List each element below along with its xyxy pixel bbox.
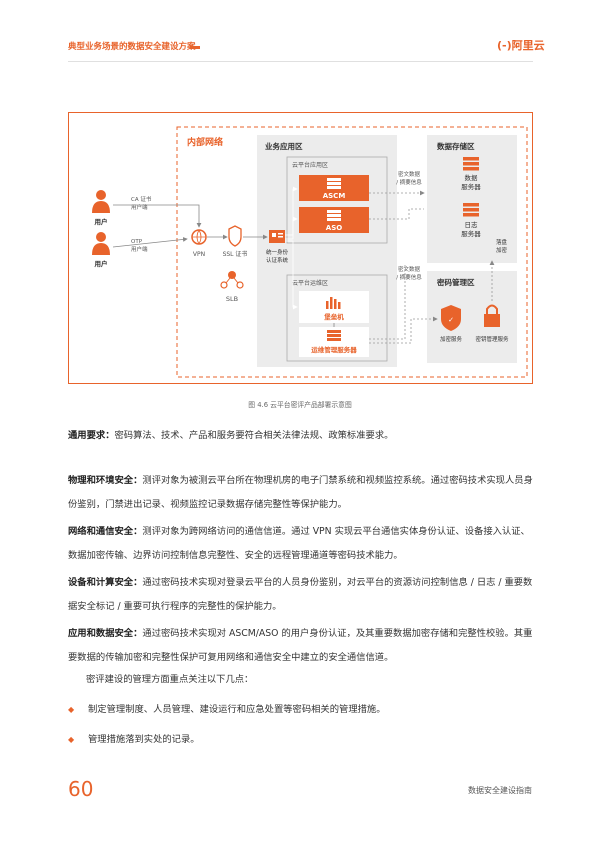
user2-person-icon bbox=[92, 232, 110, 255]
header-title: 典型业务场景的数据安全建设方案 bbox=[68, 42, 196, 52]
auth-id-text-1 bbox=[278, 233, 283, 235]
header-accent-bar bbox=[190, 46, 200, 49]
auth-label-2: 认证系统 bbox=[266, 256, 289, 264]
deployment-diagram: 内部网络 业务应用区 云平台应用区 ASCM ASO 云平台运维区 堡垒机 bbox=[68, 112, 533, 384]
para-network-text: 测评对象为跨网络访问的通信信道。通过 VPN 实现云平台通信实体身份认证、设备接… bbox=[68, 526, 530, 561]
encrypt-flow-label-1b: / 摘要信息 bbox=[396, 178, 422, 186]
vpn-label: VPN bbox=[193, 251, 205, 258]
auth-to-ascm-line bbox=[285, 186, 298, 236]
user2-end-label: 用户端 bbox=[131, 245, 148, 253]
user1-end-label: 用户端 bbox=[131, 203, 148, 211]
encrypt-flow-label-2a: 密文数据 bbox=[398, 265, 421, 273]
user1-cert-label: CA 证书 bbox=[131, 195, 152, 203]
business-zone-label: 业务应用区 bbox=[265, 141, 303, 151]
para-application: 应用和数据安全：通过密码技术实现对 ASCM/ASO 的用户身份认证，及其重要数… bbox=[68, 622, 533, 670]
para-intro: 密评建设的管理方面重点关注以下几点： bbox=[86, 674, 254, 685]
user1-person-icon bbox=[92, 190, 110, 213]
list-item-text: 制定管理制度、人员管理、建设运行和应急处置等密码相关的管理措施。 bbox=[88, 704, 386, 715]
storage-zone-label: 数据存储区 bbox=[437, 141, 475, 151]
auth-to-aso-line bbox=[285, 216, 298, 240]
user2-cert-label: OTP bbox=[131, 239, 143, 245]
key-lock-icon bbox=[484, 314, 500, 327]
slb-node-icon bbox=[228, 271, 236, 279]
logo-text: 阿里云 bbox=[511, 39, 545, 52]
crypto-shield-glyph: ✓ bbox=[448, 316, 454, 324]
ascm-server-icon bbox=[327, 178, 341, 189]
inner-network-label: 内部网络 bbox=[187, 136, 223, 148]
bastion-label: 堡垒机 bbox=[324, 312, 344, 321]
logo-bracket-icon: (-) bbox=[497, 39, 512, 52]
aliyun-logo: (-)阿里云 bbox=[497, 37, 545, 53]
list-item-text: 管理措施落到实处的记录。 bbox=[88, 734, 200, 745]
diamond-bullet-icon: ◆ bbox=[68, 735, 75, 744]
slb-node-left bbox=[220, 281, 228, 289]
log-server-label-1: 日志 bbox=[465, 220, 479, 229]
para-network-label: 网络和通信安全： bbox=[68, 526, 143, 537]
para-device: 设备和计算安全：通过密码技术实现对登录云平台的人员身份鉴别，对云平台的资源访问控… bbox=[68, 571, 533, 619]
cloud-app-zone-label: 云平台应用区 bbox=[292, 161, 328, 169]
bastion-chart-icon bbox=[326, 297, 341, 309]
diagram-canvas: 内部网络 业务应用区 云平台应用区 ASCM ASO 云平台运维区 堡垒机 bbox=[92, 126, 528, 378]
para-physical-text: 测评对象为被测云平台所在物理机房的电子门禁系统和视频监控系统。通过密码技术实现人… bbox=[68, 475, 533, 510]
log-server-label-2: 服务器 bbox=[461, 229, 481, 238]
disk-encrypt-label-2: 加密 bbox=[496, 246, 508, 254]
para-general-text: 密码算法、技术、产品和服务要符合相关法律法规、政策标准要求。 bbox=[114, 430, 394, 441]
auth-id-photo bbox=[272, 233, 276, 237]
data-server-label-2: 服务器 bbox=[461, 182, 481, 191]
ascm-label: ASCM bbox=[323, 192, 346, 200]
key-service-label: 密钥管理服务 bbox=[475, 335, 509, 343]
ops-server-label: 运维管理服务器 bbox=[311, 345, 357, 354]
crypto-service-label: 加密服务 bbox=[440, 335, 463, 343]
ops-to-crypto-flow bbox=[369, 316, 438, 344]
para-application-text: 通过密码技术实现对 ASCM/ASO 的用户身份认证，及其重要数据加密存储和完整… bbox=[68, 628, 533, 663]
user2-label: 用户 bbox=[94, 259, 108, 268]
para-device-text: 通过密码技术实现对登录云平台的人员身份鉴别，对云平台的资源访问控制信息 / 日志… bbox=[68, 577, 533, 612]
inner-network-box bbox=[176, 126, 528, 378]
encrypt-flow-label-2b: / 摘要信息 bbox=[396, 273, 422, 281]
para-application-label: 应用和数据安全： bbox=[68, 628, 143, 639]
ops-to-storage-flow bbox=[369, 263, 406, 340]
auth-id-text-2 bbox=[278, 236, 283, 238]
slb-node-right bbox=[236, 281, 244, 289]
ops-server-icon bbox=[327, 330, 341, 341]
book-title: 数据安全建设指南 bbox=[468, 786, 532, 795]
aso-server-icon bbox=[327, 210, 341, 221]
list-item: ◆ 制定管理制度、人员管理、建设运行和应急处置等密码相关的管理措施。 bbox=[68, 698, 533, 722]
cloud-ops-zone-label: 云平台运维区 bbox=[292, 279, 328, 287]
encrypt-flow-label-1a: 密文数据 bbox=[398, 170, 421, 178]
user2-to-vpn-line bbox=[112, 237, 188, 248]
para-network: 网络和通信安全：测评对象为跨网络访问的通信信道。通过 VPN 实现云平台通信实体… bbox=[68, 520, 533, 568]
crypto-shield-icon bbox=[441, 305, 461, 331]
slb-links bbox=[225, 277, 239, 284]
ssl-shield-icon bbox=[228, 225, 242, 247]
data-server-icon bbox=[463, 157, 479, 171]
key-lock-shackle bbox=[486, 304, 498, 314]
para-physical: 物理和环境安全：测评对象为被测云平台所在物理机房的电子门禁系统和视频监控系统。通… bbox=[68, 469, 533, 517]
slb-label: SLB bbox=[226, 295, 238, 303]
disk-encrypt-label-1: 落盘 bbox=[496, 238, 508, 246]
para-device-label: 设备和计算安全： bbox=[68, 577, 143, 588]
user1-label: 用户 bbox=[94, 217, 108, 226]
list-item: ◆ 管理措施落到实处的记录。 bbox=[68, 728, 533, 752]
page-number: 60 bbox=[68, 777, 94, 801]
diamond-bullet-icon: ◆ bbox=[68, 705, 75, 714]
figure-caption: 图 4.6 云平台密评产品部署示意图 bbox=[248, 401, 352, 409]
cloud-ops-zone bbox=[286, 274, 388, 362]
log-server-icon bbox=[463, 203, 479, 217]
cloud-app-zone bbox=[286, 156, 388, 244]
aso-to-storage-flow bbox=[369, 208, 424, 220]
aso-label: ASO bbox=[326, 224, 342, 232]
vpn-globe-lines bbox=[192, 229, 206, 245]
user1-to-vpn-line bbox=[113, 204, 202, 228]
para-physical-label: 物理和环境安全： bbox=[68, 475, 143, 486]
data-server-label-1: 数据 bbox=[465, 173, 479, 182]
storage-zone bbox=[427, 135, 517, 263]
para-general: 通用要求：密码算法、技术、产品和服务要符合相关法律法规、政策标准要求。 bbox=[68, 424, 533, 448]
header-divider bbox=[68, 61, 533, 62]
ssl-label: SSL 证书 bbox=[223, 250, 248, 258]
crypto-zone-label: 密码管理区 bbox=[437, 277, 475, 287]
auth-label-1: 统一身份 bbox=[266, 248, 289, 256]
para-general-label: 通用要求： bbox=[68, 430, 115, 441]
auth-to-bastion-line bbox=[285, 240, 298, 310]
